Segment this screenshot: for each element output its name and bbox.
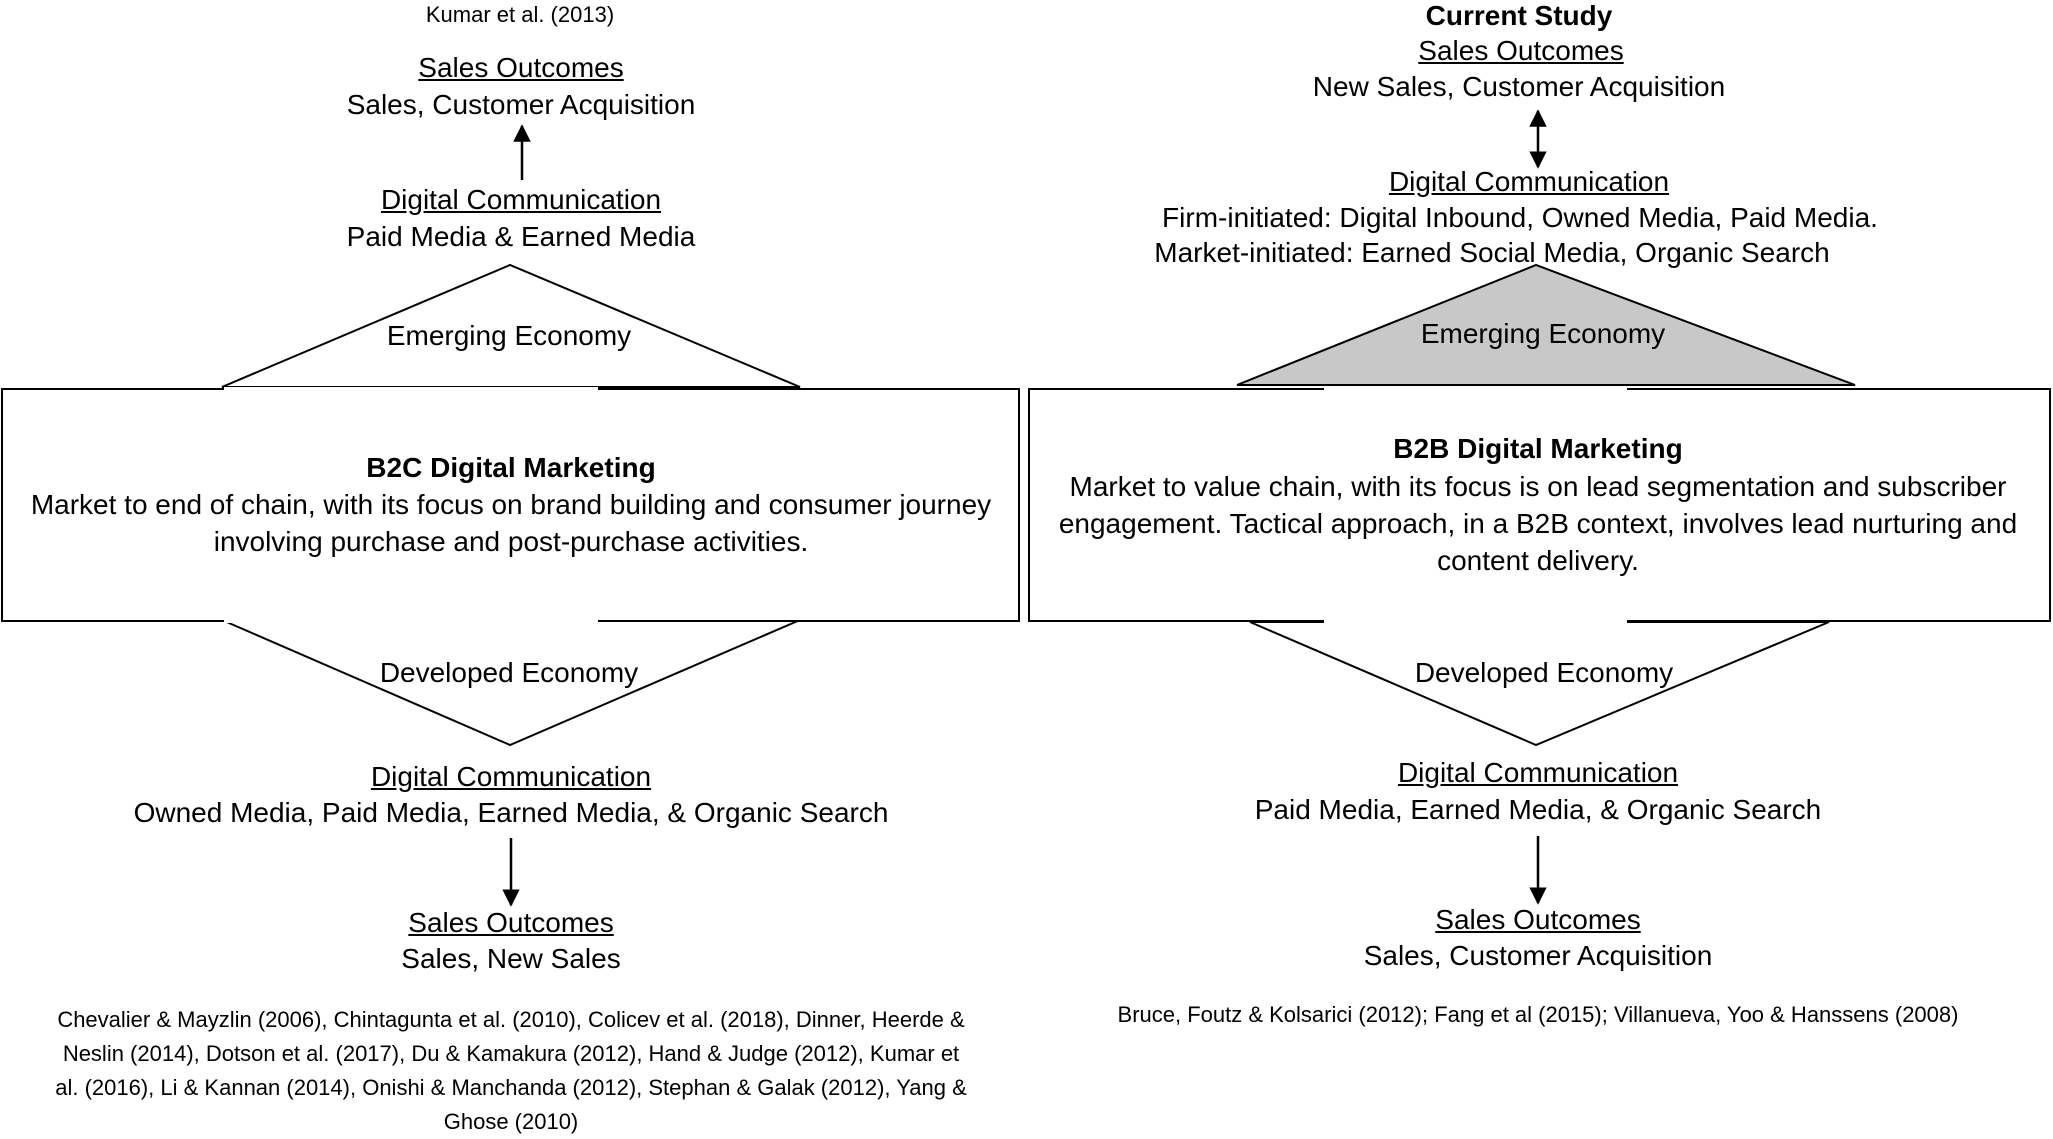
left-top-comm-text: Paid Media & Earned Media [346,221,696,252]
current-study-label: Current Study [1425,0,1613,31]
right-top-comm-heading: Digital Communication [1388,166,1670,197]
right-bottom-outcomes-text: Sales, Customer Acquisition [1363,940,1713,971]
right-emerging-arrowhead [1236,263,1856,386]
left-citation: Kumar et al. (2013) [425,2,615,27]
left-b2c-box [1,388,1020,622]
left-top-outcomes-heading: Sales Outcomes [418,52,624,83]
right-bottom-outcomes-heading: Sales Outcomes [1435,904,1641,935]
left-bottom-outcomes-heading: Sales Outcomes [408,907,614,938]
right-top-comm-firm: Firm-initiated: Digital Inbound, Owned M… [1162,202,1878,233]
left-emerging-economy-label: Emerging Economy [386,320,632,351]
left-bottom-comm-text: Owned Media, Paid Media, Earned Media, &… [133,797,889,828]
right-developed-economy-label: Developed Economy [1414,657,1674,688]
right-bottom-comm-text: Paid Media, Earned Media, & Organic Sear… [1254,794,1822,825]
left-bottom-outcomes-text: Sales, New Sales [401,943,621,974]
left-box-title: B2C Digital Marketing [366,452,656,483]
left-top-comm-heading: Digital Communication [380,184,662,215]
left-box-text: Market to end of chain, with its focus o… [30,489,992,557]
right-top-outcomes-heading: Sales Outcomes [1418,35,1624,66]
left-developed-economy-label: Developed Economy [379,657,639,688]
left-references: Chevalier & Mayzlin (2006), Chintagunta … [55,1007,967,1134]
right-bottom-comm-heading: Digital Communication [1397,757,1679,788]
right-box-text: Market to value chain, with its focus is… [1058,471,2018,576]
right-box-title: B2B Digital Marketing [1393,433,1683,464]
right-emerging-economy-label: Emerging Economy [1420,318,1666,349]
left-top-outcomes-text: Sales, Customer Acquisition [346,89,696,120]
right-b2b-box [1028,388,2051,622]
left-bottom-comm-heading: Digital Communication [370,761,652,792]
right-references: Bruce, Foutz & Kolsarici (2012); Fang et… [1117,1002,1959,1027]
right-top-outcomes-text: New Sales, Customer Acquisition [1312,71,1726,102]
right-top-comm-market: Market-initiated: Earned Social Media, O… [1154,237,1830,268]
